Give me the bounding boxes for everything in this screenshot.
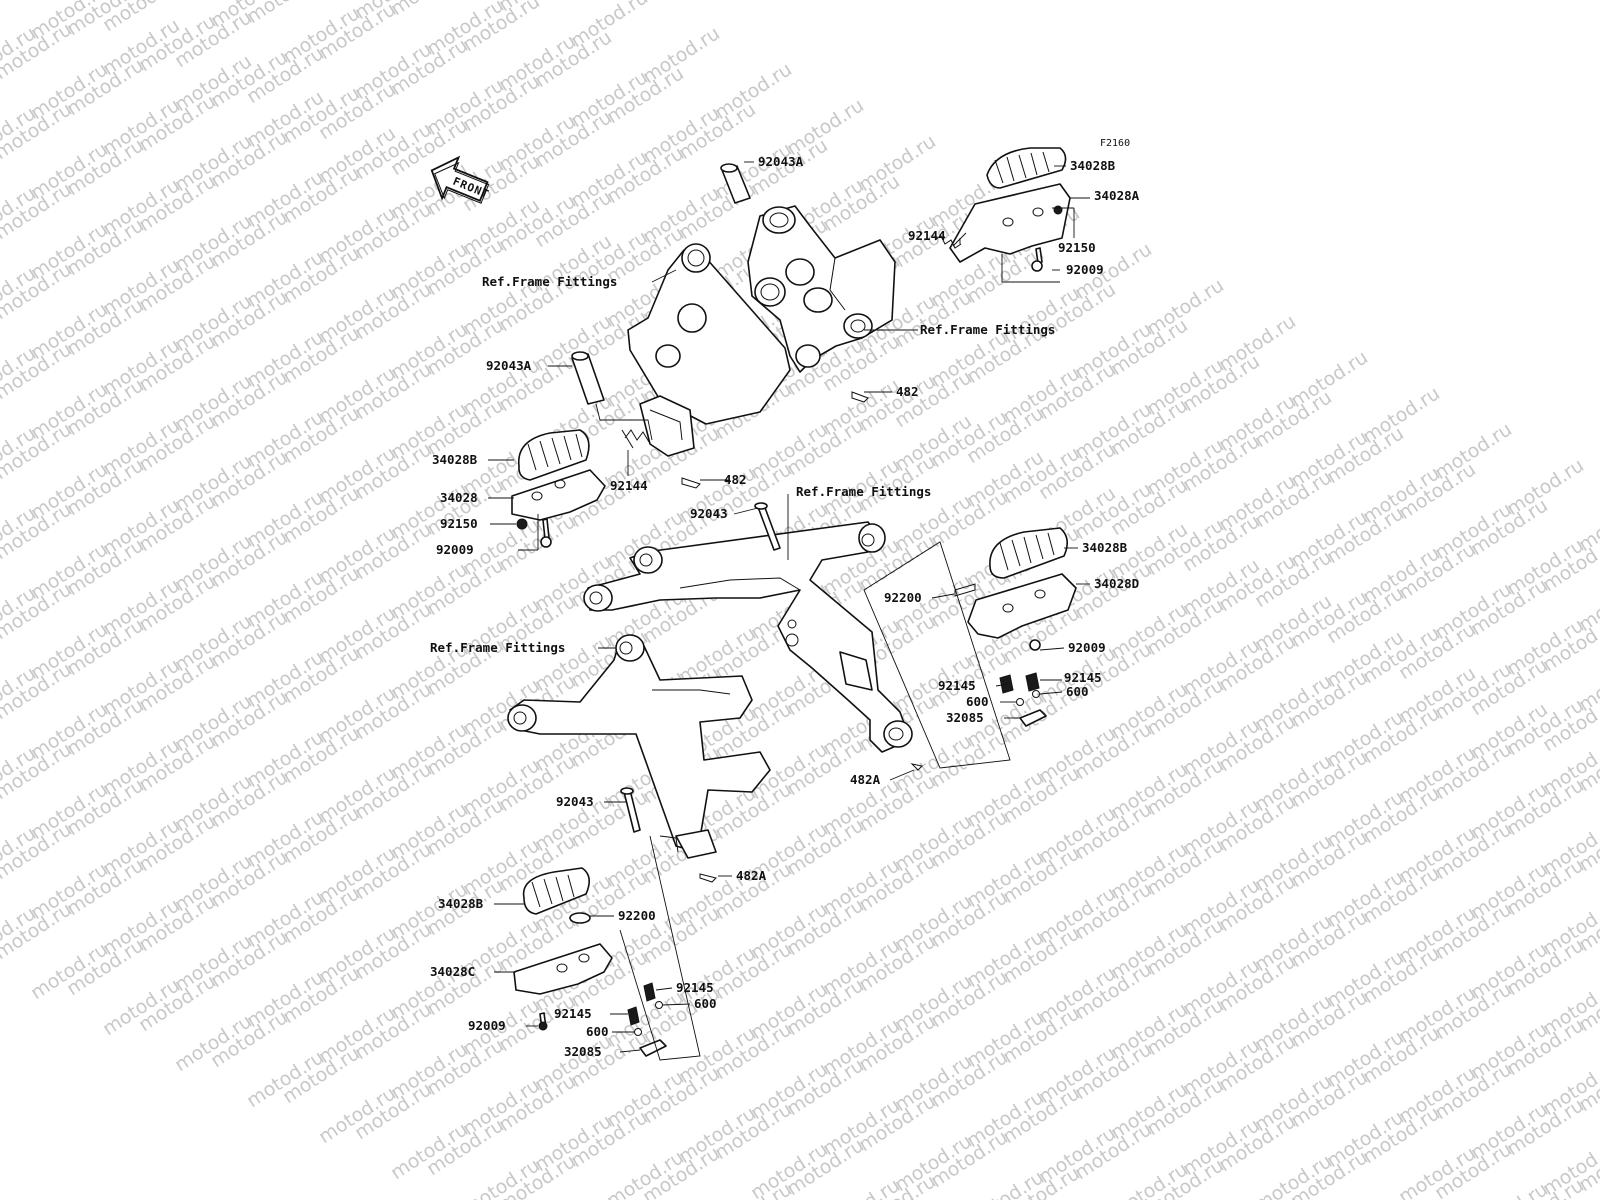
clip-482A-bot [699, 873, 717, 883]
watermark-text: motod.ru [1467, 1178, 1552, 1200]
label-92145-right-b: 92145 [1064, 670, 1102, 685]
label-92150-left: 92150 [440, 516, 478, 531]
diagram-code: F2160 [1100, 138, 1130, 149]
clip-482-right [851, 391, 869, 403]
label-34028B-left: 34028B [432, 452, 478, 467]
label-600-right-b: 600 [1066, 684, 1089, 699]
label-ref-frame-left-top: Ref.Frame Fittings [482, 274, 617, 289]
label-600-right-a: 600 [966, 694, 989, 709]
label-92043A-left: 92043A [486, 358, 532, 373]
label-92145-bot-a: 92145 [676, 980, 714, 995]
label-92043-mid: 92043 [690, 506, 728, 521]
label-92145-right-a: 92145 [938, 678, 976, 693]
clip-482-left [681, 477, 701, 489]
label-34028D: 34028D [1094, 576, 1139, 591]
label-92200-bot: 92200 [618, 908, 656, 923]
label-34028B-top-right: 34028B [1070, 158, 1116, 173]
leader-lines [488, 161, 1090, 1061]
label-92009-left: 92009 [436, 542, 474, 557]
footpeg-top-left [511, 429, 606, 548]
label-34028B-bot: 34028B [438, 896, 484, 911]
front-right-bracket-frame [583, 521, 913, 753]
pin-92043A-top [720, 163, 751, 204]
label-92009-mid-right: 92009 [1068, 640, 1106, 655]
pin-92043-mid [754, 502, 781, 551]
label-34028C: 34028C [430, 964, 475, 979]
label-34028: 34028 [440, 490, 478, 505]
label-34028A: 34028A [1094, 188, 1140, 203]
label-92150-top-right: 92150 [1058, 240, 1096, 255]
label-92144-left: 92144 [610, 478, 648, 493]
label-92200-right: 92200 [884, 590, 922, 605]
front-left-bracket-frame [507, 634, 771, 859]
footpeg-bottom-left [513, 867, 667, 1057]
spring-92144-top [934, 232, 967, 249]
footpeg-mid-right [910, 527, 1077, 771]
label-32085-right: 32085 [946, 710, 984, 725]
label-92009-top-right: 92009 [1066, 262, 1104, 277]
label-32085-bot: 32085 [564, 1044, 602, 1059]
label-34028B-mid-right: 34028B [1082, 540, 1128, 555]
label-600-bot-a: 600 [694, 996, 717, 1011]
label-482A-bot: 482A [736, 868, 767, 883]
pin-92043A-left [571, 351, 605, 405]
footpeg-top-right [949, 147, 1071, 272]
label-600-bot-b: 600 [586, 1024, 609, 1039]
rear-right-bracket [747, 205, 896, 373]
spring-92144-left [621, 429, 650, 449]
label-92144-top-right: 92144 [908, 228, 946, 243]
label-482A-right: 482A [850, 772, 881, 787]
label-482-left: 482 [724, 472, 747, 487]
label-92043-bot: 92043 [556, 794, 594, 809]
part-labels: 92043A 34028B 34028A 92144 92150 92009 R… [430, 154, 1140, 1059]
watermark-text: motod.ru [819, 1174, 904, 1200]
label-92145-bot-b: 92145 [554, 1006, 592, 1021]
label-ref-frame-left-mid: Ref.Frame Fittings [430, 640, 565, 655]
label-ref-frame-right-top: Ref.Frame Fittings [920, 322, 1055, 337]
label-92009-bot: 92009 [468, 1018, 506, 1033]
label-ref-frame-mid: Ref.Frame Fittings [796, 484, 931, 499]
pin-92043-bot [620, 787, 641, 833]
label-92043A-top: 92043A [758, 154, 804, 169]
label-482-right: 482 [896, 384, 919, 399]
rear-left-bracket [627, 243, 791, 457]
